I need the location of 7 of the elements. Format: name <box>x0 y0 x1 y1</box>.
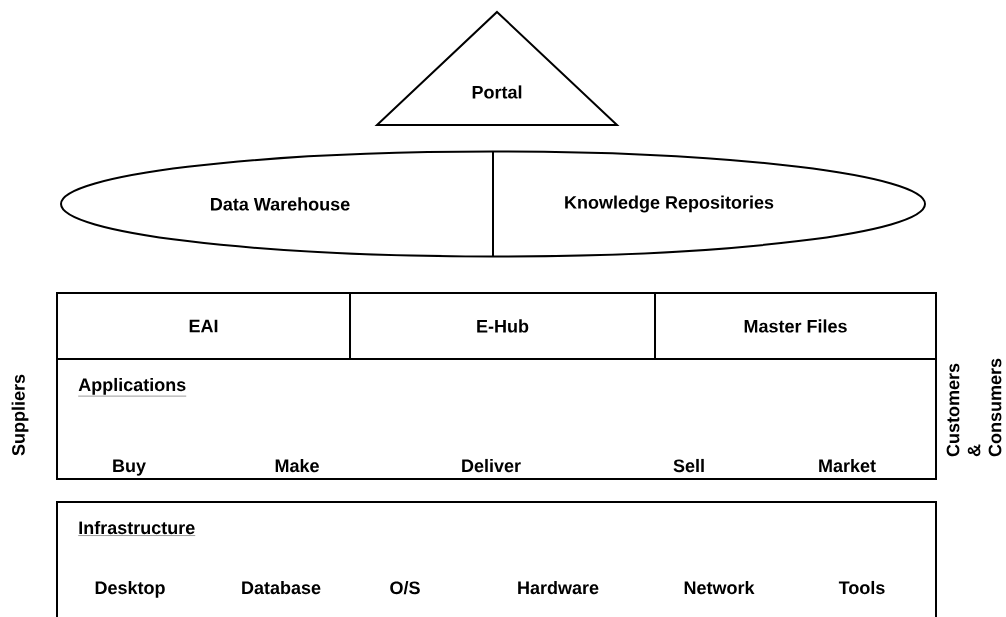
layer-box: EAI <box>56 292 351 360</box>
layer-box: Applications Buy Make Deliver Sell Market <box>56 358 937 480</box>
layer-box: Master Files <box>654 292 937 360</box>
side-label: Customers & Consumers <box>946 358 1002 457</box>
layer-box: E-Hub <box>349 292 656 360</box>
side-label: Suppliers <box>11 374 29 456</box>
layer-box: Infrastructure Desktop Database O/S Hardware Network Tools <box>56 501 937 617</box>
